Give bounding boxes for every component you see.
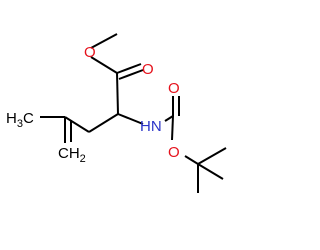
atom-methylene-group: CH2 [58,145,86,165]
bond-ester-carbonyl-double-2 [118,69,144,80]
atom-ester-carbonyl-oxygen: O [142,61,154,78]
atom-methylene-ch: CH [58,145,80,162]
atom-methylene-subscript: 2 [80,153,86,165]
atom-carbamate-ether-oxygen: O [168,144,180,161]
bond-carbonyl-alpha [116,72,119,115]
bond-tert-methyl-right [197,147,227,165]
bond-ester-oxygen-carbonyl [90,56,118,74]
bond-nitrogen-carbamate [164,115,174,122]
atom-methyl-group: H3C [6,110,34,130]
bond-alpha-nitrogen [117,113,144,125]
bond-alpha-methylene [88,113,119,133]
bond-tert-methyl-left [197,163,224,180]
atom-ester-oxygen: O [84,44,96,61]
bond-methyl-ester-oxygen [90,33,118,49]
bond-methylene-vinylic [64,116,90,133]
atom-nitrogen-h: HN [140,118,162,135]
bond-carbamate-ether-oxygen [171,115,174,141]
bonds [40,33,227,193]
atom-methyl-h: H [6,110,17,127]
bond-ether-oxygen-tert-carbon [184,155,199,165]
atom-labels: O O HN O O H3C CH2 [6,44,180,165]
atom-carbamate-carbonyl-oxygen: O [168,80,180,97]
structure-diagram: O O HN O O H3C CH2 [6,33,227,193]
bond-ester-carbonyl-double-1 [116,63,142,74]
atom-methyl-c: C [23,110,34,127]
atom-methyl-subscript: 3 [17,118,23,130]
